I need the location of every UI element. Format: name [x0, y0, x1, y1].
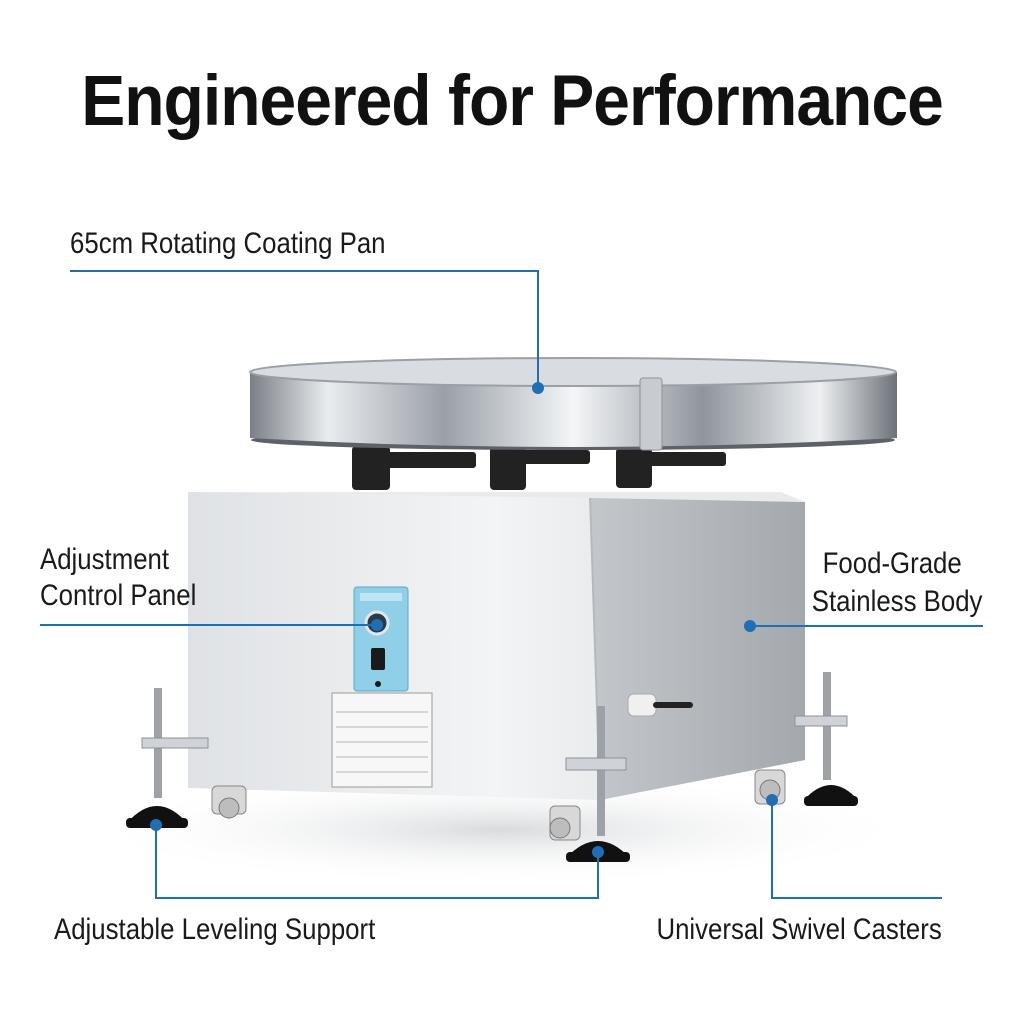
swivel-caster-left	[211, 785, 247, 819]
swivel-caster-front	[549, 805, 581, 841]
control-label-line2: Control Panel	[40, 579, 197, 612]
leveling-foot-front	[565, 706, 630, 862]
nameplate	[331, 692, 433, 788]
leveling-leader-line	[155, 825, 599, 899]
body-label-line2: Stainless Body	[811, 585, 982, 618]
rotating-coating-pan	[249, 357, 897, 451]
body-label-line1: Food-Grade	[822, 547, 962, 580]
pan-supports	[352, 444, 726, 490]
power-cord	[627, 693, 693, 717]
leveling-foot-right	[794, 672, 858, 806]
page-title: Engineered for Performance	[81, 60, 944, 140]
pan-leader-line	[70, 270, 539, 388]
callout-dots	[150, 382, 778, 858]
floor-shadow	[80, 775, 920, 885]
control-label-line1: Adjustment	[40, 543, 170, 576]
power-switch-icon	[371, 648, 385, 670]
adjustment-control-panel	[353, 586, 409, 692]
callout-lines	[40, 270, 983, 899]
casters-label: Universal Swivel Casters	[656, 913, 942, 946]
pan-label: 65cm Rotating Coating Pan	[70, 227, 386, 260]
stainless-body	[188, 492, 805, 801]
casters-leader-line	[771, 800, 942, 899]
leveling-label: Adjustable Leveling Support	[54, 913, 376, 946]
